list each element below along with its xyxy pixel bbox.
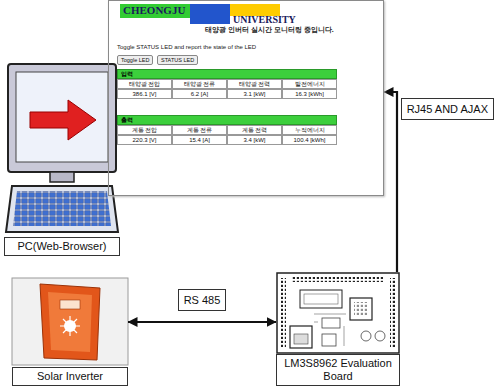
banner-title: UNIVERSITY	[233, 14, 296, 26]
picture-frame	[12, 278, 128, 365]
connector-arrow	[384, 92, 397, 272]
table-cell: 15.4 [A]	[172, 135, 227, 145]
screen-arrow	[30, 100, 96, 140]
banner-blue	[190, 4, 230, 24]
table-cell: 3.1 [kW]	[227, 89, 282, 99]
ethernet-jack	[290, 326, 312, 348]
connector-arrow	[128, 321, 276, 323]
table-header: 입력	[117, 69, 337, 79]
monitor-frame	[8, 64, 116, 172]
table-cell: 386.1 [V]	[117, 89, 172, 99]
table-header: 출력	[117, 115, 337, 125]
pc-icon	[6, 64, 118, 232]
banner-subtitle: 태양광 인버터 실시간 모니터링 중입니다.	[205, 26, 334, 34]
node-label: Solar Inverter	[12, 367, 128, 386]
oled-display	[300, 290, 342, 308]
node-label: LM3S8962 Evaluation Board	[276, 354, 400, 386]
inverter-display	[60, 300, 80, 309]
ethernet-port	[294, 334, 308, 344]
mcu-core	[354, 302, 368, 316]
keyboard	[6, 186, 118, 232]
table-cell: 3.4 [kW]	[227, 135, 282, 145]
board-node: LM3S8962 Evaluation Board	[276, 272, 400, 385]
keyboard-keys	[13, 191, 111, 226]
inverter-logo-rays	[60, 316, 80, 336]
column-header: 누적에너지	[282, 125, 337, 135]
table-cell: 100.4 [kWh]	[282, 135, 337, 145]
node-label: PC(Web-Browser)	[4, 237, 120, 256]
page-text: Toggle STATUS LED and report the state o…	[117, 44, 256, 51]
column-header: 계통 전압	[117, 125, 172, 135]
banner-green	[120, 4, 190, 18]
banner-title: CHEONGJU	[123, 4, 185, 17]
inverter-body	[40, 284, 100, 360]
column-header: 태양광 전력	[227, 79, 282, 89]
monitor-stand	[50, 172, 74, 182]
screenshot-ground	[108, 0, 384, 196]
connector-label: RJ45 AND AJAX	[401, 98, 494, 120]
mcu-chip	[350, 298, 372, 320]
page-button: STATUS LED	[157, 55, 198, 65]
column-header: 태양광 전류	[172, 79, 227, 89]
pin-header	[292, 277, 384, 282]
board-outline	[277, 273, 399, 353]
inverter-picture	[12, 278, 128, 365]
table-cell: 16.3 [kWh]	[282, 89, 337, 99]
inverter-front	[48, 292, 92, 352]
column-header: 계통 전력	[227, 125, 282, 135]
table-cell: 220.3 [V]	[117, 135, 172, 145]
inverter-node: Solar Inverter	[12, 278, 128, 385]
column-header: 계통 전류	[172, 125, 227, 135]
push-button	[375, 331, 385, 341]
chip	[322, 334, 336, 346]
monitor-screen	[16, 72, 108, 162]
connector-label: RS 485	[178, 289, 227, 311]
web-page-screenshot: CHEONGJU UNIVERSITY태양광 인버터 실시간 모니터링 중입니다.…	[108, 0, 384, 196]
pin-header	[390, 278, 395, 348]
column-header: 발전에너지	[282, 79, 337, 89]
push-button	[361, 331, 371, 341]
column-header: 태양광 전압	[117, 79, 172, 89]
page-button: Toggle LED	[117, 55, 153, 65]
pin-header	[281, 278, 286, 348]
chip	[322, 318, 340, 328]
oled-window	[304, 294, 338, 304]
board-picture	[277, 273, 399, 353]
table-cell: 6.2 [A]	[172, 89, 227, 99]
pc-node: PC(Web-Browser)	[2, 62, 122, 258]
board-traces	[314, 314, 346, 346]
